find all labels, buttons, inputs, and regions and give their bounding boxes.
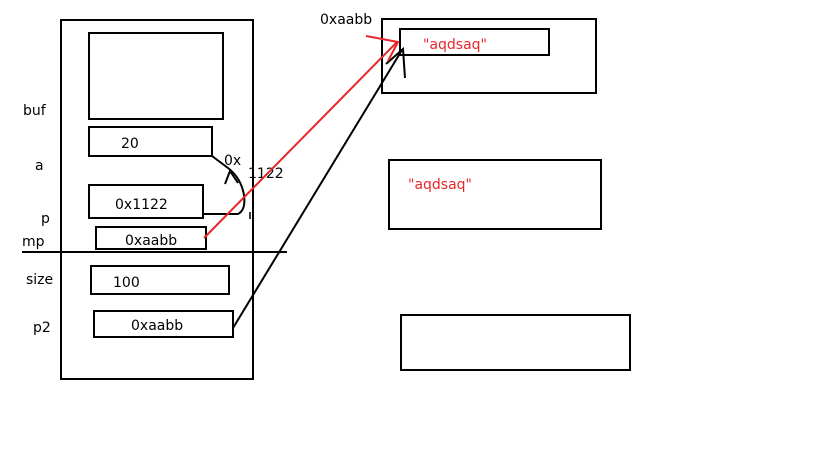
size-cell xyxy=(90,265,230,295)
a-address-annotation-top: 0x xyxy=(224,153,241,169)
p-value: 0x1122 xyxy=(115,197,168,213)
size-value: 100 xyxy=(113,275,140,291)
heap-string-top: "aqdsaq" xyxy=(423,37,487,53)
p-to-a-arrow xyxy=(203,155,246,215)
buf-cell xyxy=(88,32,224,120)
p-to-a-arrowhead xyxy=(224,168,239,185)
label-a: a xyxy=(35,158,44,174)
label-mp: mp xyxy=(22,234,45,250)
stack-frame xyxy=(60,19,254,380)
heap-string-middle: "aqdsaq" xyxy=(408,177,472,193)
heap-address-label: 0xaabb xyxy=(320,12,372,28)
mp-cell xyxy=(95,226,207,250)
label-p2: p2 xyxy=(33,320,51,336)
label-buf: buf xyxy=(23,103,47,119)
heap-block-bottom xyxy=(400,314,631,371)
label-p: p xyxy=(41,211,50,227)
p2-cell xyxy=(93,310,234,338)
p2-to-heap-arrowhead xyxy=(385,46,406,79)
heap-block-middle xyxy=(388,159,602,230)
mp-value: 0xaabb xyxy=(125,233,177,249)
p2-value: 0xaabb xyxy=(131,318,183,334)
heap-string-cell xyxy=(399,28,550,56)
p2-to-heap-arrow xyxy=(232,49,403,329)
label-size: size xyxy=(26,272,53,288)
a-value: 20 xyxy=(121,136,139,152)
a-cell xyxy=(88,126,213,157)
p-cell xyxy=(88,184,204,219)
mp-to-heap-arrowhead xyxy=(365,35,400,62)
mp-to-heap-arrow xyxy=(203,41,398,239)
